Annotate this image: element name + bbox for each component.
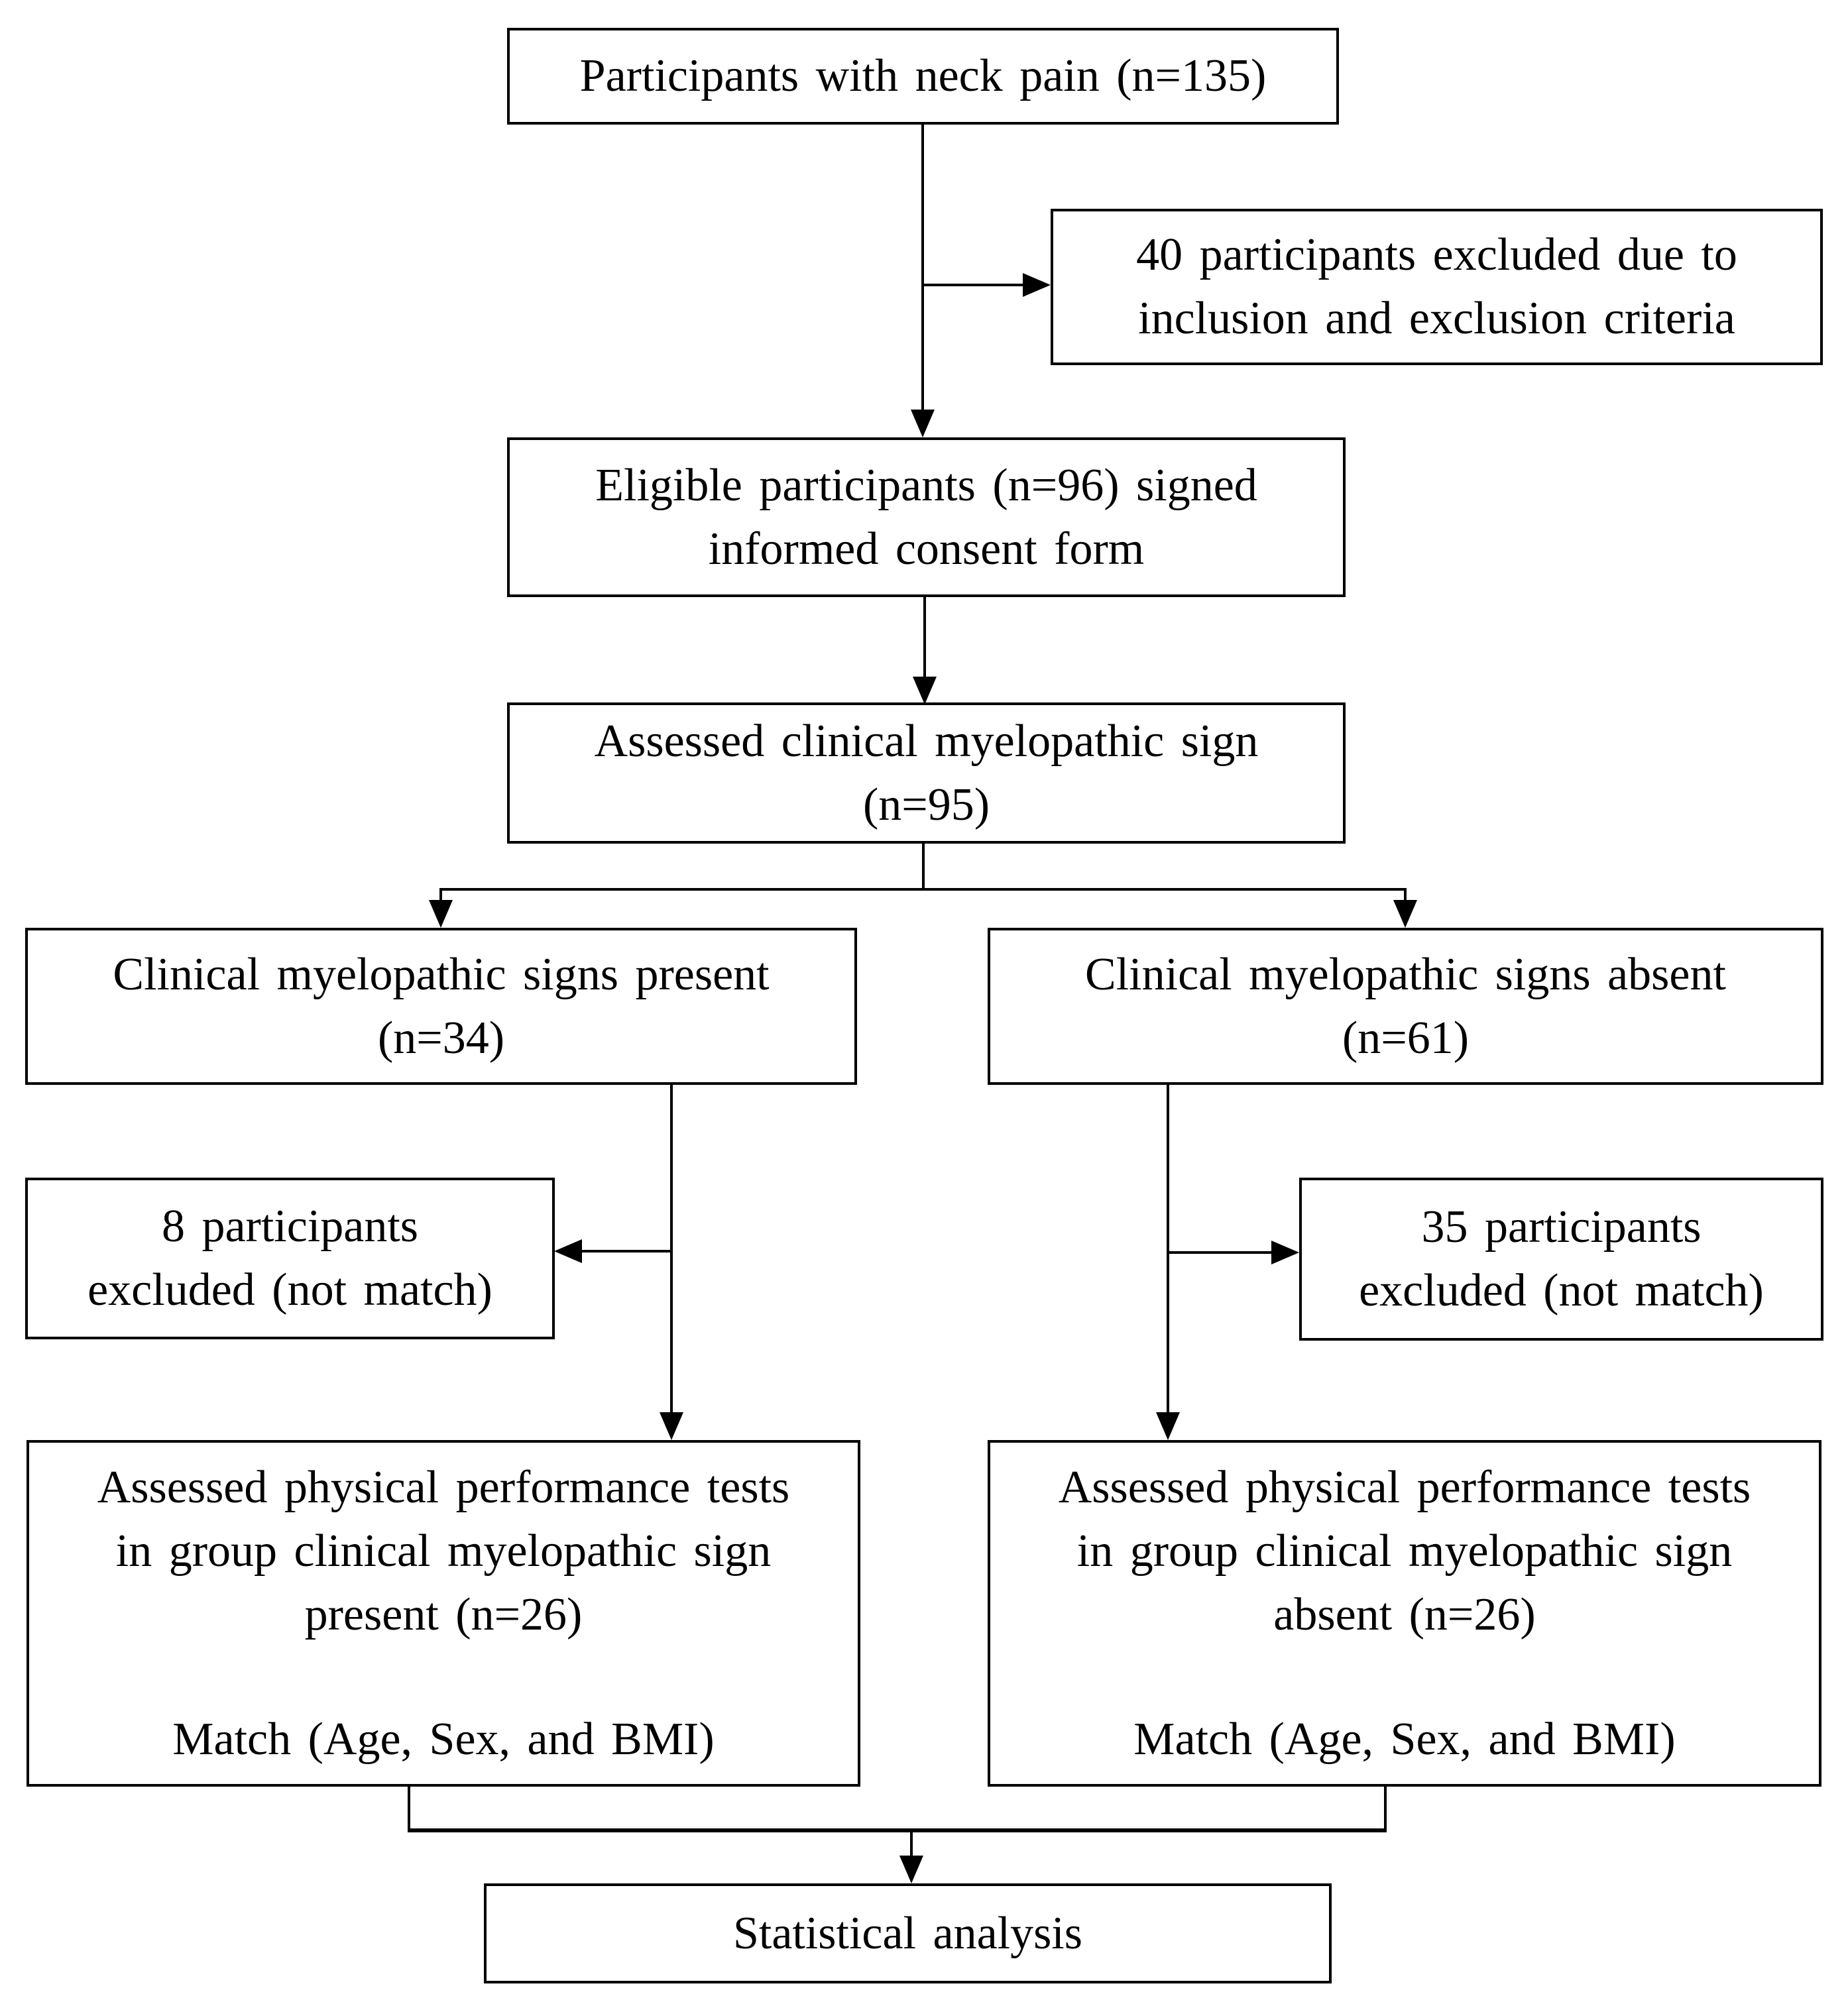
edge-signs-present-to-excluded: [579, 1250, 671, 1253]
node-text-line: Assessed clinical myelopathic sign: [594, 715, 1259, 767]
node-text-line: Clinical myelopathic signs present: [113, 948, 770, 1000]
node-eligible-participants: Eligible participants (n=96) signed info…: [507, 437, 1346, 597]
node-text-line: Eligible participants (n=96) signed: [595, 459, 1257, 511]
node-text-line: in group clinical myelopathic sign: [115, 1525, 772, 1577]
node-excluded-not-match-absent: 35 participants excluded (not match): [1299, 1178, 1823, 1341]
node-text-line: Match (Age, Sex, and BMI): [172, 1713, 715, 1765]
node-text-line: Participants with neck pain (n=135): [579, 50, 1267, 101]
node-tests-group-absent: Assessed physical performance tests in g…: [988, 1440, 1821, 1787]
node-text-line: inclusion and exclusion criteria: [1138, 293, 1735, 344]
node-text-line: in group clinical myelopathic sign: [1076, 1525, 1733, 1577]
node-excluded-not-match-present: 8 participants excluded (not match): [25, 1178, 555, 1339]
node-text-line: Statistical analysis: [732, 1907, 1083, 1959]
node-text-line: 35 participants: [1421, 1201, 1702, 1253]
edge-assessed-sign-stem: [922, 843, 925, 891]
edge-merge-to-statistical: [910, 1830, 913, 1858]
edge-neck-pain-to-eligible: [921, 124, 924, 411]
edge-eligible-to-assessed-sign: [923, 596, 926, 677]
arrowhead-into-excluded-present: [554, 1239, 582, 1263]
arrowhead-into-tests-absent: [1156, 1412, 1180, 1440]
node-text-line: informed consent form: [708, 523, 1145, 575]
edge-merge-bar: [408, 1828, 1387, 1832]
node-text-line: Match (Age, Sex, and BMI): [1133, 1713, 1676, 1765]
node-participants-neck-pain: Participants with neck pain (n=135): [507, 28, 1339, 125]
edge-split-bar: [439, 888, 1407, 891]
node-text-line: 8 participants: [161, 1201, 419, 1252]
edge-split-to-signs-absent: [1404, 888, 1407, 903]
node-tests-group-present: Assessed physical performance tests in g…: [27, 1440, 860, 1787]
node-text-line: excluded (not match): [1359, 1265, 1764, 1316]
node-text-line: (n=34): [377, 1012, 505, 1064]
node-excluded-criteria: 40 participants excluded due to inclusio…: [1051, 209, 1823, 365]
edge-signs-absent-to-excluded: [1168, 1251, 1273, 1254]
node-text-line: present (n=26): [304, 1588, 583, 1640]
edge-neck-pain-to-excluded-criteria: [923, 284, 1024, 286]
node-statistical-analysis: Statistical analysis: [484, 1883, 1332, 1983]
node-text-line: (n=95): [862, 779, 990, 830]
node-text-line: absent (n=26): [1273, 1588, 1536, 1640]
edge-tests-absent-stem: [1384, 1786, 1387, 1832]
arrowhead-into-assessed-sign: [913, 677, 937, 704]
arrowhead-into-excluded-absent: [1271, 1241, 1299, 1264]
node-text-line: excluded (not match): [87, 1264, 492, 1315]
edge-signs-present-to-tests-present: [670, 1084, 673, 1414]
arrowhead-into-excluded-criteria: [1023, 273, 1051, 297]
node-text-line: Assessed physical performance tests: [1058, 1461, 1751, 1513]
arrowhead-into-statistical: [899, 1856, 923, 1883]
node-text-line: 40 participants excluded due to: [1136, 229, 1737, 280]
arrowhead-into-tests-present: [660, 1412, 683, 1440]
node-assessed-myelopathic-sign: Assessed clinical myelopathic sign (n=95…: [507, 702, 1346, 844]
arrowhead-into-eligible: [911, 410, 935, 437]
node-text-line: Clinical myelopathic signs absent: [1085, 948, 1726, 1000]
arrowhead-into-signs-present: [429, 900, 453, 928]
edge-signs-absent-to-tests-absent: [1167, 1084, 1169, 1414]
node-signs-absent: Clinical myelopathic signs absent (n=61): [988, 928, 1823, 1085]
node-signs-present: Clinical myelopathic signs present (n=34…: [25, 928, 857, 1085]
node-text-line: (n=61): [1342, 1012, 1470, 1064]
arrowhead-into-signs-absent: [1393, 900, 1417, 928]
edge-split-to-signs-present: [439, 888, 442, 903]
edge-tests-present-stem: [408, 1786, 410, 1832]
node-text-line: Assessed physical performance tests: [97, 1461, 790, 1513]
